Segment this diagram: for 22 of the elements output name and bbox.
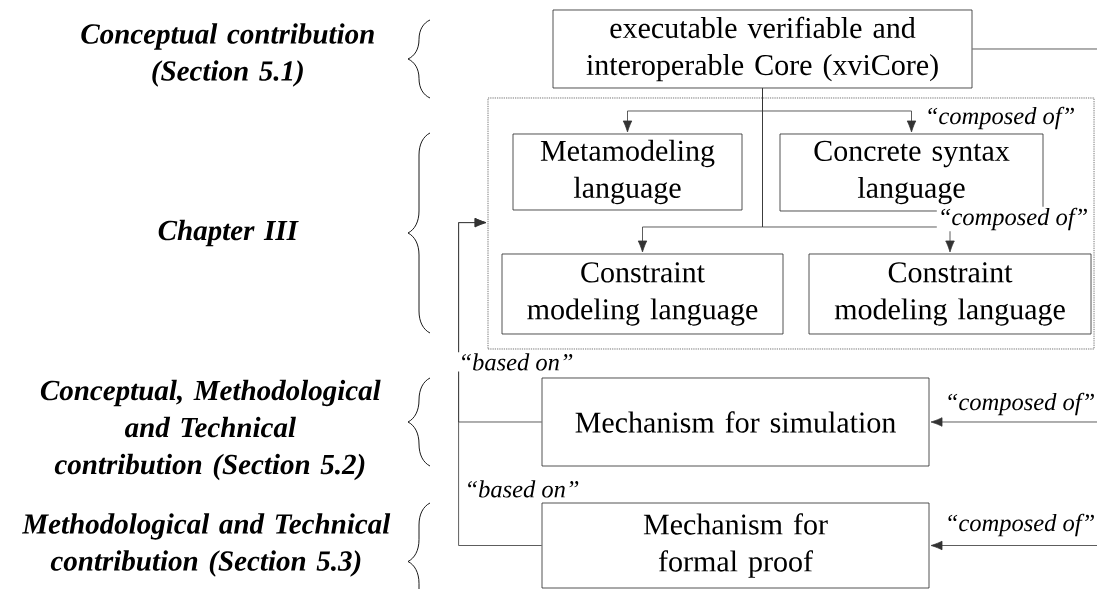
process-box: Mechanism for formal proof	[541, 502, 930, 589]
process-box: executable verifiable and interoperable Core (xviCore)	[552, 9, 973, 89]
dotted-frame	[487, 97, 1095, 350]
edge-label: “composed of”	[943, 391, 1097, 417]
edge-label: “based on”	[463, 479, 581, 499]
section-label: Conceptual, Methodological and Technical contribution (Section 5.2)	[40, 379, 381, 481]
edge-label: “based on”	[457, 352, 575, 372]
connector-line	[972, 48, 1097, 50]
arrow	[930, 540, 1097, 551]
edge-label: “composed of”	[936, 206, 1090, 232]
arrow	[930, 417, 1097, 427]
section-label: Methodological and Technical contribution (Section 5.3)	[22, 513, 391, 577]
arrow	[458, 217, 542, 546]
edge-label: “composed of”	[943, 512, 1097, 538]
process-box: Mechanism for simulation	[541, 377, 930, 467]
process-box: Constraint modeling language	[501, 253, 784, 335]
section-label: Conceptual contribution (Section 5.1)	[81, 23, 374, 87]
process-box: Metamodeling language	[512, 133, 743, 211]
edge-label: “composed of”	[923, 105, 1077, 131]
arrow	[762, 88, 955, 253]
section-label: Chapter III	[158, 219, 299, 247]
process-box: Constraint modeling language	[808, 253, 1092, 335]
